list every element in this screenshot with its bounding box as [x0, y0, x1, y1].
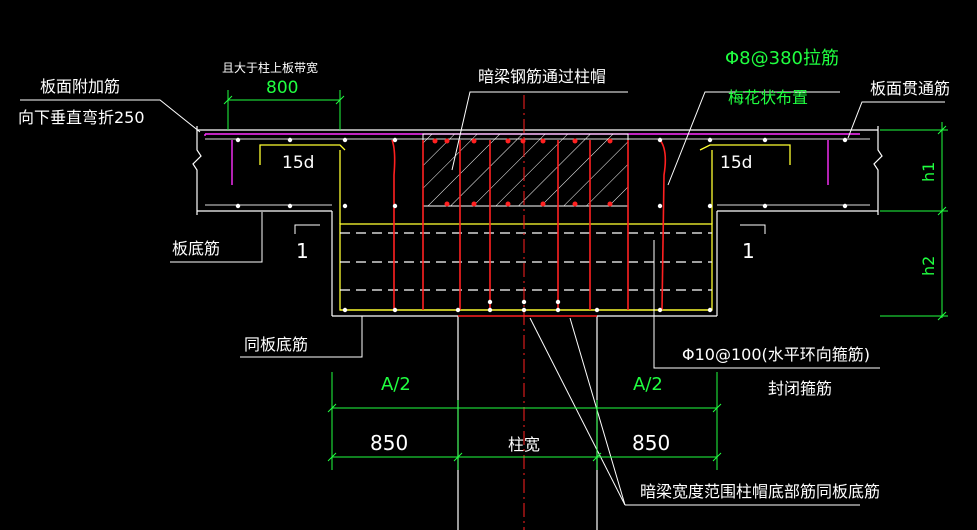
label-anchor-right: 15d: [720, 153, 752, 173]
label-min-width-note: 且大于柱上板带宽: [222, 60, 318, 75]
label-slab-bottom: 板底筋: [172, 239, 220, 258]
dimension-lines: [223, 90, 948, 470]
dim-800: 800: [266, 78, 298, 98]
green-labels: 800 Φ8@380拉筋 梅花状布置 A/2 A/2 h1 h2: [266, 48, 938, 395]
dim-h2: h2: [919, 256, 938, 276]
section-mark-left: 1: [296, 239, 309, 263]
white-rebar-dots: [235, 137, 848, 313]
dim-850-left: 850: [370, 431, 408, 455]
label-tie-bar: Φ8@380拉筋: [725, 48, 839, 69]
label-anchor-left: 15d: [282, 153, 314, 173]
red-rebar-dots: [432, 138, 613, 207]
white-labels: 板面附加筋 向下垂直弯折250 且大于柱上板带宽 暗梁钢筋通过柱帽 板面贯通筋 …: [18, 60, 950, 501]
label-same-as-slab-bottom: 同板底筋: [244, 335, 308, 354]
label-bottom-note: 暗梁宽度范围柱帽底部筋同板底筋: [640, 482, 880, 501]
dim-half-a-left: A/2: [381, 374, 411, 395]
label-beam-through-cap: 暗梁钢筋通过柱帽: [478, 67, 606, 86]
hatched-zone: [422, 133, 629, 207]
dim-850-right: 850: [632, 431, 670, 455]
label-bend-down: 向下垂直弯折250: [18, 108, 145, 127]
vertical-rebars: [391, 139, 667, 311]
label-top-additional: 板面附加筋: [40, 77, 120, 96]
dim-h1: h1: [919, 162, 938, 182]
label-stirrup-spec: Φ10@100(水平环向箍筋): [682, 345, 870, 364]
dim-half-a-right: A/2: [633, 374, 663, 395]
label-closed-stirrup: 封闭箍筋: [768, 379, 832, 398]
label-column-width: 柱宽: [508, 435, 540, 454]
leader-lines: [20, 91, 945, 506]
label-plum-layout: 梅花状布置: [728, 88, 808, 107]
ring-stirrups: [340, 232, 712, 291]
section-mark-right: 1: [742, 239, 755, 263]
label-top-through: 板面贯通筋: [870, 79, 950, 98]
